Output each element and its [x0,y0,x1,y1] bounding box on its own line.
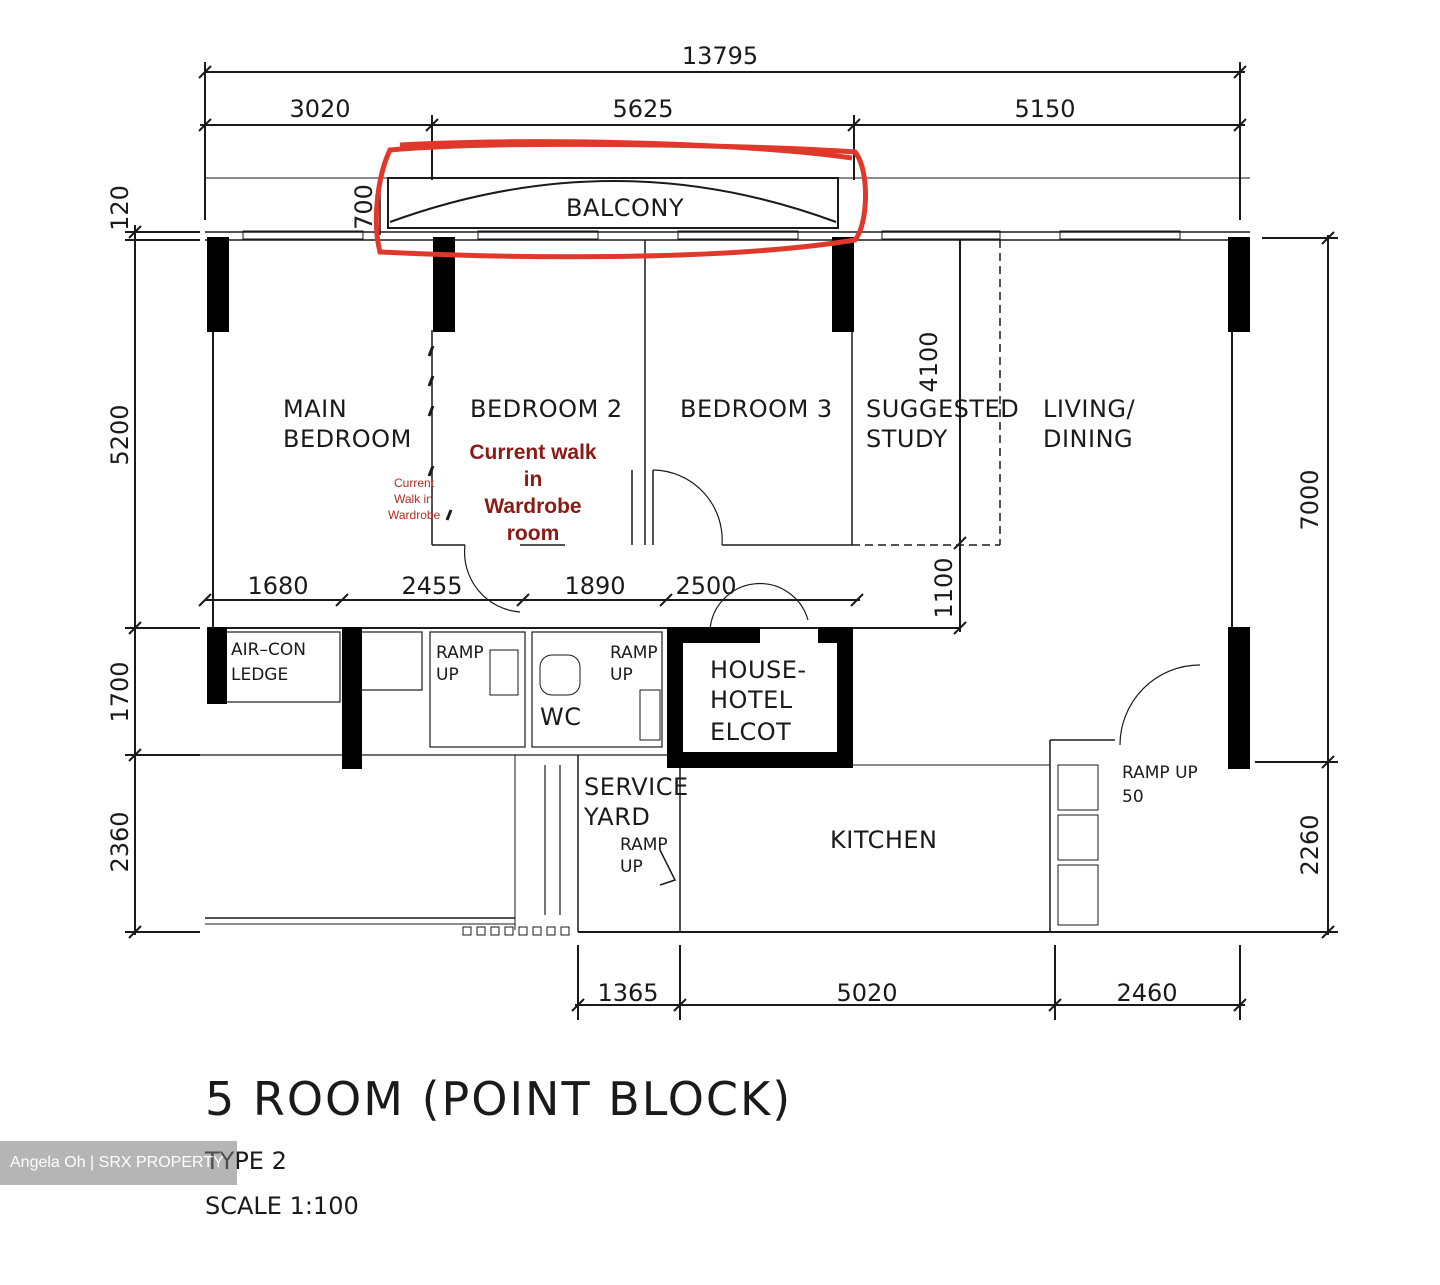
dim-top-2: 5625 [612,95,673,123]
floor-plan: 13795 3020 5625 5150 120 5200 1700 2360 … [106,42,1338,1020]
dim-top-3: 5150 [1014,95,1075,123]
label-main-bedroom-2: BEDROOM [283,425,412,453]
note-small-2: Walk in [394,492,433,506]
dim-inner-1: 1680 [247,572,308,600]
dim-right-1: 7000 [1296,469,1324,530]
plan-title: 5 ROOM (POINT BLOCK) [205,1072,793,1126]
label-living-2: DINING [1043,425,1133,453]
plan-scale: SCALE 1:100 [205,1192,359,1220]
label-ramp2-2: UP [610,665,633,685]
label-ramp4-2: 50 [1122,787,1144,807]
note-small-1: Current [394,476,435,490]
label-ramp1-1: RAMP [436,643,484,663]
dim-bottom-2: 5020 [836,979,897,1007]
note-walk-in-1: Current walk [469,441,597,464]
label-aircon-1: AIR–CON [231,640,306,660]
dim-left-4: 2360 [106,811,134,872]
dim-inner-4: 2500 [675,572,736,600]
label-household-1: HOUSE- [710,656,807,684]
note-walk-in-4: room [507,522,560,545]
dim-inner-3: 1890 [564,572,625,600]
label-service-yard-2: YARD [583,803,650,831]
label-kitchen: KITCHEN [830,826,938,854]
dim-overall-top: 13795 [682,42,758,70]
label-bedroom-3: BEDROOM 3 [680,395,833,423]
dim-left-2: 5200 [106,404,134,465]
label-wc: WC [540,703,582,731]
label-study-1: SUGGESTED [866,395,1019,423]
label-ramp4-1: RAMP UP [1122,763,1198,783]
label-ramp3-1: RAMP [620,835,668,855]
label-bedroom-2: BEDROOM 2 [470,395,623,423]
label-household-3: ELCOT [710,718,791,746]
label-service-yard-1: SERVICE [584,773,689,801]
dim-balcony-depth: 700 [350,184,378,230]
label-aircon-2: LEDGE [231,665,288,685]
note-walk-in-2: in [524,468,543,491]
dim-inner-2: 2455 [401,572,462,600]
dim-left-3: 1700 [106,661,134,722]
dim-bottom-1: 1365 [597,979,658,1007]
label-household-2: HOTEL [710,686,793,714]
label-ramp2-1: RAMP [610,643,658,663]
label-study-2: STUDY [866,425,948,453]
balcony-highlight [373,139,868,260]
note-walk-in-3: Wardrobe [484,495,581,518]
watermark: Angela Oh | SRX PROPERTY [0,1141,237,1185]
label-living-1: LIVING/ [1043,395,1135,423]
label-ramp1-2: UP [436,665,459,685]
label-main-bedroom-1: MAIN [283,395,347,423]
dim-bottom-3: 2460 [1116,979,1177,1007]
label-ramp3-2: UP [620,857,643,877]
dim-left-1: 120 [106,185,134,231]
dim-right-2: 2260 [1296,814,1324,875]
label-balcony: BALCONY [566,194,684,222]
note-small-3: Wardrobe [388,508,441,522]
dim-study-2: 1100 [930,557,958,618]
dim-study-1: 4100 [915,331,943,392]
dim-top-1: 3020 [289,95,350,123]
